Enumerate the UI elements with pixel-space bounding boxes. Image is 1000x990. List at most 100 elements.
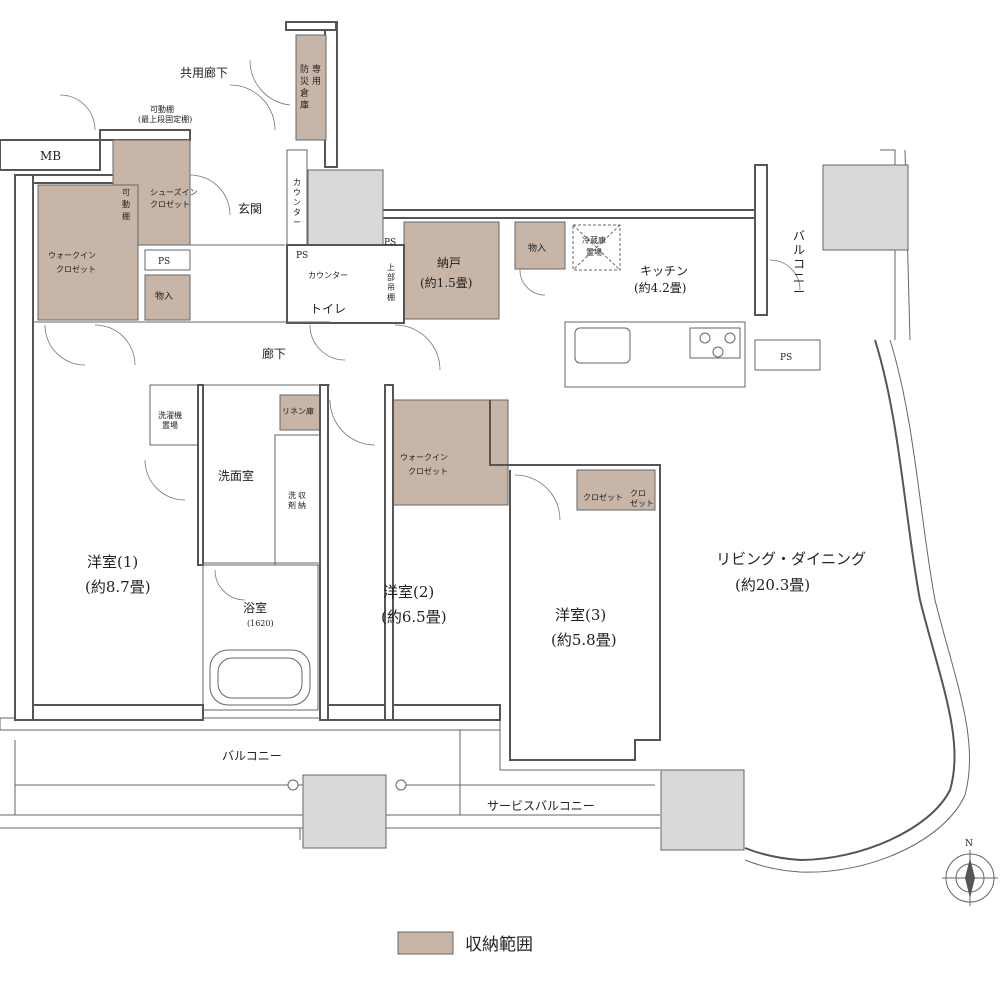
storage-small-1 [144, 274, 191, 321]
laundry-label-1: 置場 [162, 420, 178, 430]
laundry-label-0: 洗濯機 [158, 410, 182, 420]
western-3-size-label: (約5.8畳) [551, 631, 617, 649]
closet-a-label: クロゼット [583, 492, 623, 502]
column-block-se [660, 769, 745, 851]
fridge-label-1: 置場 [586, 247, 602, 257]
walk-in-closet-2-label-0: ウォークイン [400, 453, 448, 462]
shoes-closet-label-0: シューズイン [150, 187, 198, 197]
legend-label: 収納範囲 [465, 935, 533, 955]
bottom-balcony-structure [0, 717, 745, 851]
living-dining-size-label: (約20.3畳) [735, 576, 810, 594]
storage-areas [37, 34, 656, 511]
interior-walls [32, 140, 909, 761]
nando-room [403, 221, 500, 320]
storage-small-1-label: 物入 [155, 290, 173, 302]
western-2-size-label: (約6.5畳) [381, 608, 447, 626]
balcony-v-label-2: コ [793, 257, 805, 271]
kitchen-counter [564, 321, 746, 388]
shoes-closet-label-1: クロゼット [150, 199, 190, 209]
movable-shelf-top-label: 可動棚 [150, 104, 174, 114]
upper-shelf-label-3: 棚 [387, 292, 395, 302]
kitchen-label: キッチン [640, 264, 688, 278]
walk-in-closet-2-label-1: クロゼット [408, 466, 448, 476]
closet-room-3 [576, 469, 656, 511]
walk-in-closet-2 [392, 399, 509, 506]
door-swings [44, 59, 801, 601]
toilet-label: トイレ [310, 302, 346, 316]
upper-shelf-label-2: 吊 [387, 283, 395, 292]
movable-shelf-label-0: 可 [122, 188, 130, 197]
ps-label-4: PS [780, 353, 792, 363]
mb-label: MB [40, 149, 61, 163]
room-labels: 共用廊下 防 災 倉 庫 専 用 MB 可動棚 (最上段固定棚) シューズイン … [40, 63, 866, 813]
linen-closet [279, 394, 321, 431]
storage-small-2 [514, 221, 566, 270]
nando-label: 納戸 [437, 256, 461, 270]
pipe-shaft-block [302, 774, 387, 849]
movable-shelf-label-1: 動 [122, 200, 130, 209]
movable-shelf-label-2: 棚 [122, 211, 130, 221]
disaster-storage-label-b0: 専 [312, 63, 321, 75]
upper-shelf-label-0: 上 [387, 263, 395, 272]
walk-in-closet-1-label-0: ウォークイン [48, 251, 96, 260]
balcony-v-label-0: バ [793, 229, 805, 243]
disaster-storage-label-b1: 用 [312, 76, 321, 87]
balcony-v-label-1: ル [793, 243, 805, 257]
column-block-center [307, 169, 384, 246]
counter-v-label-0: カ [293, 178, 301, 187]
disaster-storage-label-a0: 防 [300, 63, 309, 75]
north-compass: N [942, 839, 998, 906]
kitchen-stove [689, 327, 741, 359]
balcony-v-label-3: ニ [793, 271, 805, 285]
linen-label: リネン庫 [282, 406, 314, 416]
upper-shelf-label-1: 部 [387, 272, 395, 282]
western-3-label: 洋室(3) [555, 606, 606, 624]
storage-small-2-label: 物入 [528, 242, 546, 254]
disaster-storage-label-a1: 災 [300, 76, 309, 87]
nando-size-label: (約1.5畳) [420, 275, 472, 290]
counter-v-label-3: タ [293, 208, 301, 217]
detergent-label-2: 収 [298, 490, 306, 500]
washroom-label: 洗面室 [218, 468, 254, 483]
column-block-ne [822, 164, 909, 251]
legend: 収納範囲 [397, 931, 533, 955]
toilet-counter-label: カウンター [308, 271, 348, 280]
balcony-label: バルコニー [222, 749, 282, 763]
balcony-v-label-4: ー [793, 285, 805, 299]
closet-b-label-0: クロ [630, 489, 646, 498]
counter-v-label-1: ウ [293, 188, 301, 197]
ps-label-2: PS [296, 251, 308, 261]
corridor-label: 廊下 [262, 346, 286, 361]
bath-size-label: (1620) [247, 619, 274, 628]
living-dining-label: リビング・ダイニング [716, 550, 866, 568]
movable-shelf-top-note: (最上段固定棚) [138, 114, 192, 124]
walk-in-closet-1-label-1: クロゼット [56, 264, 96, 274]
bath-label: 浴室 [243, 600, 267, 615]
ps-label-3: PS [384, 238, 396, 248]
walk-in-closet-1 [37, 184, 139, 321]
service-balcony-label: サービスバルコニー [487, 799, 595, 813]
exterior-walls [0, 21, 768, 721]
disaster-storage-label-a2: 倉 [300, 87, 309, 99]
north-label: N [965, 839, 973, 849]
counter-v-label-2: ン [293, 198, 301, 207]
kitchen-size-label: (約4.2畳) [634, 280, 686, 295]
disaster-storage-label-a3: 庫 [300, 99, 309, 111]
detergent-label-1: 剤 [288, 500, 296, 510]
counter-v-label-4: ー [293, 218, 301, 227]
fridge-label-0: 冷蔵庫 [582, 235, 606, 245]
common-corridor-label: 共用廊下 [180, 65, 228, 80]
western-1-label: 洋室(1) [87, 553, 138, 571]
western-1-size-label: (約8.7畳) [85, 578, 151, 596]
disaster-storage [295, 34, 327, 141]
living-curved-facade [744, 149, 971, 873]
bathtub [209, 649, 311, 706]
legend-swatch [397, 931, 454, 955]
detergent-label-3: 納 [298, 500, 306, 510]
western-2-label: 洋室(2) [383, 583, 434, 601]
detergent-label-0: 洗 [288, 490, 296, 500]
entrance-label: 玄関 [238, 201, 262, 216]
kitchen-sink [574, 327, 631, 364]
closet-b-label-1: ゼット [630, 498, 654, 508]
